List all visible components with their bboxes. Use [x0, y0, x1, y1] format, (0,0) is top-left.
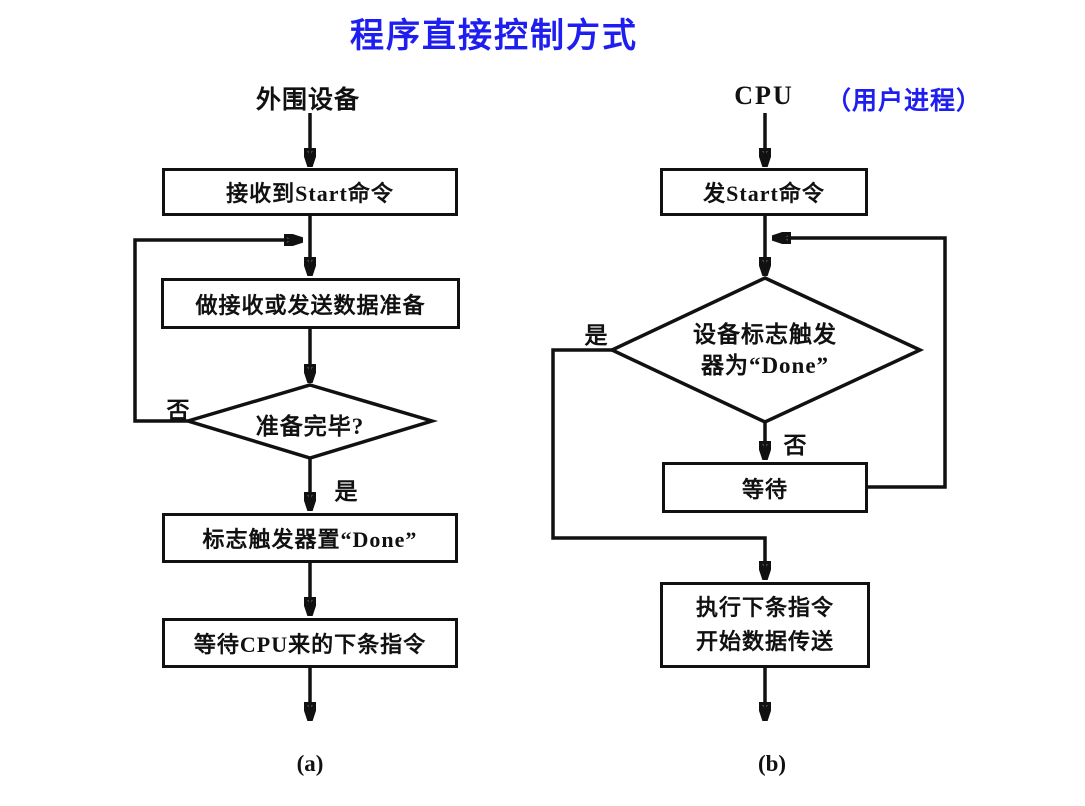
chart-a-header: 外围设备	[255, 87, 360, 114]
decision-device-flag-done-line1: 设备标志触发	[693, 322, 837, 347]
caption-b: (b)	[757, 751, 787, 776]
flow-box-set-done-label: 标志触发器置“Done”	[202, 527, 418, 552]
flow-box-set-done: 标志触发器置“Done”	[162, 513, 458, 563]
arrow-a-no-loop	[133, 240, 301, 423]
flow-box-wait-next-instr: 等待CPU来的下条指令	[162, 618, 458, 668]
chart-b-header-cpu: CPU	[734, 81, 794, 110]
flow-box-wait: 等待	[662, 462, 868, 513]
flow-box-prepare-data: 做接收或发送数据准备	[161, 278, 460, 329]
flow-box-issue-start: 发Start命令	[660, 168, 868, 216]
flow-box-prepare-data-label: 做接收或发送数据准备	[195, 292, 426, 318]
caption-a: (a)	[296, 751, 324, 776]
label-no-a: 否	[166, 398, 190, 423]
flow-box-wait-label: 等待	[741, 476, 788, 502]
flow-box-execute-next-line1: 执行下条指令	[695, 595, 834, 620]
decision-device-flag-done-line2: 器为“Done”	[700, 353, 830, 378]
flow-box-execute-next-line2: 开始数据传送	[695, 629, 834, 654]
label-yes-b: 是	[584, 323, 608, 348]
arrow-b-wait-loop	[774, 238, 947, 489]
decision-device-flag-done-label: 设备标志触发 器为“Done”	[665, 319, 865, 381]
flow-box-receive-start: 接收到Start命令	[162, 168, 458, 216]
flow-box-issue-start-label: 发Start命令	[703, 181, 825, 206]
chart-b-header-user-process: （用户进程）	[825, 88, 982, 115]
slide-title: 程序直接控制方式	[350, 18, 638, 55]
arrow-b-yes-to-execute	[551, 348, 765, 578]
label-no-b: 否	[783, 433, 807, 458]
flow-box-wait-next-instr-label: 等待CPU来的下条指令	[193, 632, 427, 657]
flow-box-receive-start-label: 接收到Start命令	[226, 181, 394, 206]
decision-ready-label: 准备完毕?	[255, 414, 365, 439]
flow-box-execute-next: 执行下条指令 开始数据传送	[660, 582, 870, 668]
label-yes-a: 是	[334, 479, 358, 504]
